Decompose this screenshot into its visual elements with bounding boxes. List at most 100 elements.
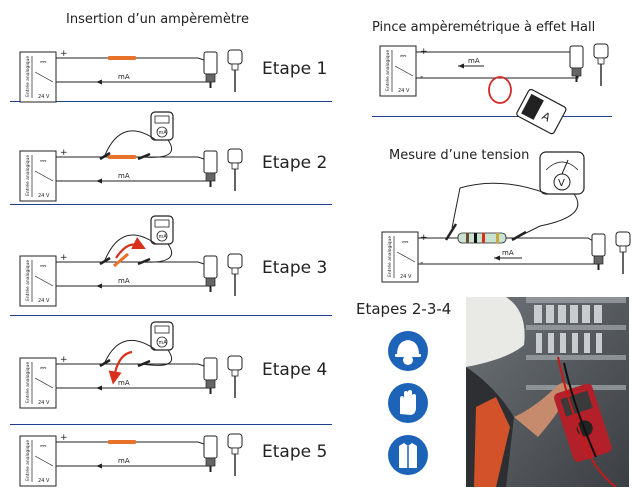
- probe-lead-left: [104, 234, 157, 261]
- power-supply: [19, 51, 57, 103]
- power-supply: [19, 435, 57, 487]
- reconnect-arrow: [108, 350, 133, 385]
- separator-4: [10, 424, 332, 425]
- supply-voltage-label: 24 V: [400, 274, 412, 280]
- probe-lead-left: [104, 340, 157, 363]
- probe-lead-right: [519, 193, 579, 237]
- plus-label: +: [60, 253, 68, 263]
- wire-break-highlight: [108, 440, 136, 444]
- separator-right: [372, 116, 612, 117]
- probe-tip-right: [137, 257, 151, 266]
- cut-wire: [113, 252, 129, 268]
- probe-lead-right: [141, 349, 173, 366]
- resistor: [457, 232, 507, 244]
- dc-symbol: ⎓: [40, 156, 47, 165]
- current-label: mA: [118, 172, 130, 180]
- tension-title: Mesure d’une tension: [389, 148, 530, 163]
- probe-tip-right: [137, 152, 151, 161]
- dc-symbol: ⎓: [40, 441, 47, 450]
- voltmeter: V: [539, 151, 585, 195]
- dc-symbol: ⎓: [40, 57, 47, 66]
- technician-photo: [466, 297, 629, 487]
- etapes-234-title: Etapes 2-3-4: [356, 300, 452, 318]
- cut-arrow: [115, 237, 146, 259]
- plus-label: +: [60, 355, 68, 365]
- dc-symbol: ⎓: [402, 237, 409, 246]
- probe-tip-left: [99, 256, 111, 266]
- probe-lead-right: [141, 139, 173, 158]
- probe-tip-right: [137, 359, 151, 368]
- etape-2-label: Etape 2: [262, 153, 328, 173]
- current-label: mA: [468, 57, 480, 65]
- power-supply: [19, 357, 57, 409]
- supply-side-text: Entrée analogique: [386, 236, 393, 277]
- separator-1: [10, 101, 332, 102]
- probe-tip-right: [511, 230, 527, 242]
- supply-side-text: Entrée analogique: [24, 56, 31, 97]
- top-wire: [56, 363, 211, 369]
- clamp-jaw: [488, 76, 512, 104]
- supply-voltage-label: 24 V: [38, 94, 50, 100]
- milliammeter-label: mA: [159, 234, 168, 240]
- power-supply: [381, 231, 419, 283]
- power-supply: [379, 45, 417, 97]
- supply-side-text: Entrée analogique: [24, 260, 31, 301]
- wire-break-highlight: [108, 155, 136, 159]
- bottom-wire: [56, 380, 211, 389]
- plus-label: +: [60, 49, 68, 59]
- probe-tip-left: [99, 151, 111, 161]
- pince-title: Pince ampèremétrique à effet Hall: [372, 20, 596, 35]
- insertion-title: Insertion d’un ampèremètre: [66, 12, 249, 27]
- probe-lead-right: [141, 243, 173, 263]
- probe-lead-left: [104, 130, 157, 156]
- milliammeter: mA: [150, 321, 174, 351]
- bottom-wire: [56, 278, 211, 287]
- milliammeter: mA: [150, 111, 174, 141]
- supply-voltage-label: 24 V: [398, 88, 410, 94]
- bottom-wire: [56, 173, 211, 182]
- pressure-transmitter: [203, 355, 243, 398]
- dc-symbol: ⎓: [40, 261, 47, 270]
- dc-symbol: ⎓: [40, 363, 47, 372]
- top-wire: [56, 261, 211, 267]
- power-supply: [19, 255, 57, 307]
- supply-side-text: Entrée analogique: [384, 50, 391, 91]
- supply-side-text: Entrée analogique: [24, 362, 31, 403]
- pressure-transmitter: [203, 148, 243, 191]
- pressure-transmitter: [203, 253, 243, 296]
- pressure-transmitter: [569, 43, 609, 86]
- probe-tip-left: [99, 358, 111, 368]
- plus-label: +: [60, 433, 68, 443]
- etape-1-label: Etape 1: [262, 59, 328, 79]
- bottom-wire: [56, 458, 211, 467]
- voltmeter-label: V: [558, 178, 565, 189]
- protective-clothing-icon: [388, 435, 428, 475]
- supply-voltage-label: 24 V: [38, 193, 50, 199]
- separator-2: [10, 204, 332, 205]
- current-label: mA: [118, 73, 130, 81]
- probe-lead-left: [451, 182, 549, 229]
- milliammeter-label: mA: [159, 130, 168, 136]
- wire-break-highlight: [108, 56, 136, 60]
- separator-3: [10, 315, 332, 316]
- pressure-transmitter: [203, 433, 243, 476]
- etape-4-label: Etape 4: [262, 360, 328, 380]
- etape-5-label: Etape 5: [262, 442, 328, 462]
- supply-side-text: Entrée analogique: [24, 440, 31, 481]
- etape-3-label: Etape 3: [262, 258, 328, 278]
- current-label: mA: [118, 457, 130, 465]
- plus-label: +: [60, 148, 68, 158]
- pressure-transmitter: [203, 49, 243, 92]
- probe-tip-left: [444, 223, 458, 241]
- clamp-meter: A: [516, 88, 567, 135]
- power-supply: [19, 150, 57, 202]
- helmet-icon: [388, 331, 428, 371]
